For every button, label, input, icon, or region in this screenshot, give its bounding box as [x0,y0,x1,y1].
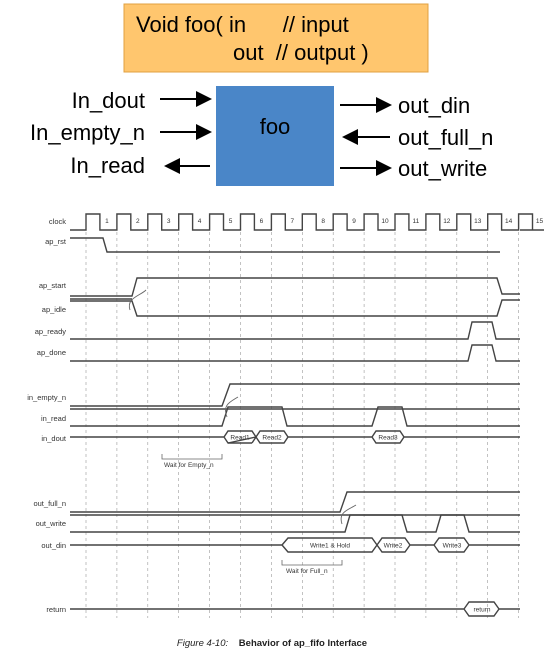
signal-label-ap-done: ap_done [37,348,66,357]
out-din-waveform [70,537,520,553]
clock-waveform [70,213,544,231]
in-dout-waveform [70,430,520,444]
signature-line-1: Void foo( in // input [136,12,349,37]
return-value-label: return [474,607,491,614]
wait-full-label: Wait for Full_n [286,568,328,575]
wait-empty-label: Wait for Empty_n [164,462,214,469]
out-din-write2: Write2 [384,543,403,550]
cycle-guides [85,214,519,618]
cycle-number: 3 [167,218,171,225]
in-empty-n-waveform [70,383,520,407]
port-in-read: In_read [70,153,145,178]
cycle-number: 8 [321,218,325,225]
out-din-write3: Write3 [443,543,462,550]
figure-caption: Figure 4-10: Behavior of ap_fifo Interfa… [177,638,367,649]
signal-label-in-read: in_read [41,414,66,423]
ap-start-waveform [70,277,520,297]
ap-idle-causality-arrow [128,289,147,311]
out-full-n-waveform [70,491,520,513]
ap-rst-waveform [70,237,500,253]
in-dout-read3: Read3 [378,435,398,442]
signal-label-out-din: out_din [41,541,66,550]
figure-title: Behavior of ap_fifo Interface [239,638,367,649]
port-out-write: out_write [398,156,487,181]
in-read-causality-arrow [225,396,239,418]
in-dout-read1: Read1 [230,435,250,442]
cycle-number: 4 [198,218,202,225]
signal-label-in-empty-n: in_empty_n [27,393,66,402]
signal-label-out-full-n: out_full_n [33,499,66,508]
cycle-number: 1 [105,218,109,225]
cycle-number: 7 [290,218,294,225]
foo-block [216,86,334,186]
cycle-number: 9 [352,218,356,225]
cycle-number: 11 [413,218,420,225]
wait-empty-bracket [161,454,223,460]
ap-ready-waveform [70,321,520,340]
signal-label-ap-ready: ap_ready [35,327,67,336]
wait-full-bracket [281,560,343,566]
figure-number: Figure 4-10: [177,638,229,649]
signature-line-2: out // output ) [233,40,369,65]
out-write-waveform [70,514,520,533]
cycle-number: 6 [260,218,264,225]
out-din-write1: Write1 & Hold [310,543,350,550]
cycle-number: 10 [381,218,389,225]
signal-label-ap-start: ap_start [39,281,67,290]
cycle-number: 13 [474,218,482,225]
in-dout-read2: Read2 [262,435,282,442]
foo-block-label: foo [260,114,291,139]
cycle-number: 2 [136,218,140,225]
return-waveform [70,601,520,617]
signal-label-clock: clock [49,217,66,226]
port-in-dout: In_dout [72,88,145,113]
out-write-causality-arrow [340,504,357,525]
port-in-empty-n: In_empty_n [30,120,145,145]
signal-label-ap-idle: ap_idle [42,305,66,314]
cycle-number: 5 [229,218,233,225]
signal-label-in-dout: in_dout [41,434,67,443]
signal-label-return: return [46,605,66,614]
ap-idle-waveform [70,299,520,317]
block-diagram: Void foo( in // input out // output ) fo… [30,3,493,186]
ap-done-waveform [70,344,520,362]
signal-label-out-write: out_write [36,519,66,528]
signal-label-ap-rst: ap_rst [45,237,67,246]
port-out-full-n: out_full_n [398,125,493,150]
port-out-din: out_din [398,93,470,118]
cycle-number: 15 [536,218,544,225]
in-read-waveform [70,406,520,427]
cycle-number: 14 [505,218,513,225]
cycle-number: 12 [443,218,451,225]
function-signature-box [123,3,429,73]
